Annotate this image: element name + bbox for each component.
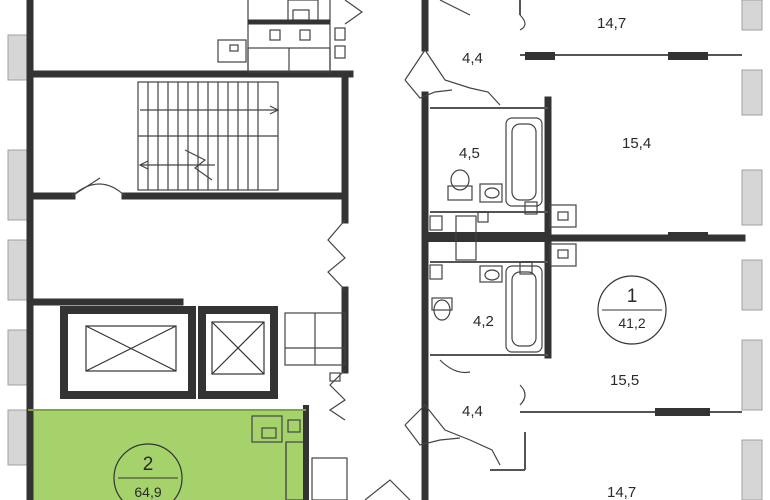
doors-right (364, 0, 526, 500)
room-area-label: 14,7 (597, 15, 626, 32)
apartment-2-badge[interactable]: 2 64,9 (113, 443, 183, 500)
room-area-label: 4,5 (459, 145, 480, 162)
doors-left (71, 177, 346, 421)
room-area-label: 4,4 (462, 50, 483, 67)
partitions-right (430, 0, 742, 471)
apartment-area: 64,9 (134, 484, 161, 500)
walls-left (26, 0, 354, 500)
apartment-2-fixtures (28, 405, 309, 500)
room-area-label: 14,7 (607, 484, 636, 500)
staircase (137, 81, 280, 191)
apartment-number: 1 (627, 286, 638, 307)
apartment-1-badge[interactable]: 1 41,2 (597, 275, 667, 345)
apartment-number: 2 (143, 454, 154, 475)
partition-inserts (425, 52, 710, 416)
apartment-2-highlight[interactable] (29, 409, 307, 500)
elevators (60, 306, 278, 399)
utility-shafts (284, 312, 348, 500)
bathroom-fixtures-right (429, 117, 577, 353)
room-area-label: 4,2 (473, 313, 494, 330)
room-area-label: 4,4 (462, 403, 483, 420)
room-area-label: 15,5 (610, 372, 639, 389)
apartment-area: 41,2 (618, 315, 645, 331)
top-bathroom-block (217, 0, 364, 73)
window-strips (7, 0, 763, 500)
walls-right (421, 0, 746, 500)
room-area-label: 15,4 (622, 135, 651, 152)
